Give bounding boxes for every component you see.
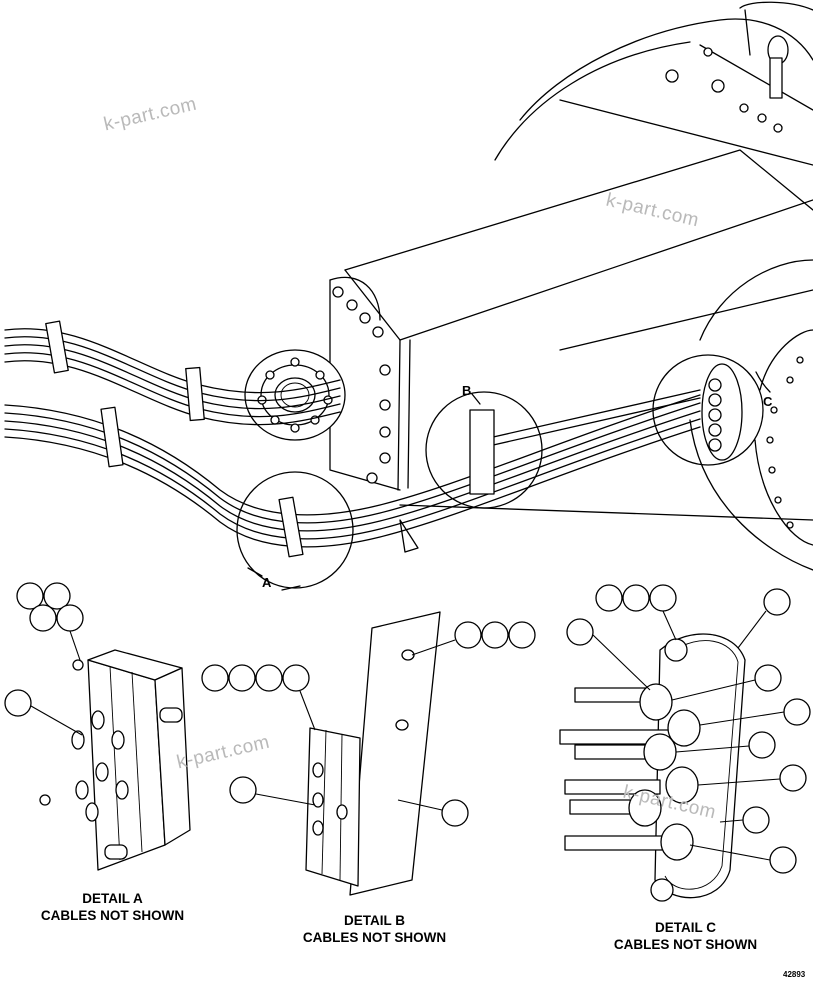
detail-c-caption: DETAIL C CABLES NOT SHOWN bbox=[593, 919, 778, 953]
detail-a-note: CABLES NOT SHOWN bbox=[40, 908, 185, 923]
detail-b-title: DETAIL B bbox=[343, 913, 405, 928]
detail-b-drawing bbox=[201, 611, 536, 896]
callout-a-label: A bbox=[262, 575, 272, 590]
callout-c-label: C bbox=[763, 394, 773, 409]
detail-b-caption: DETAIL B CABLES NOT SHOWN bbox=[282, 912, 467, 946]
detail-a-caption: DETAIL A CABLES NOT SHOWN bbox=[20, 890, 205, 924]
callout-b-label: B bbox=[462, 383, 472, 398]
detail-b-note: CABLES NOT SHOWN bbox=[302, 930, 447, 945]
detail-a-title: DETAIL A bbox=[82, 891, 143, 906]
detail-c-drawing bbox=[559, 584, 811, 902]
detail-c-title: DETAIL C bbox=[654, 920, 716, 935]
detail-a-drawing bbox=[4, 582, 191, 871]
figure-number: 42893 bbox=[783, 970, 806, 979]
main-assembly bbox=[4, 1, 813, 591]
detail-c-note: CABLES NOT SHOWN bbox=[613, 937, 758, 952]
